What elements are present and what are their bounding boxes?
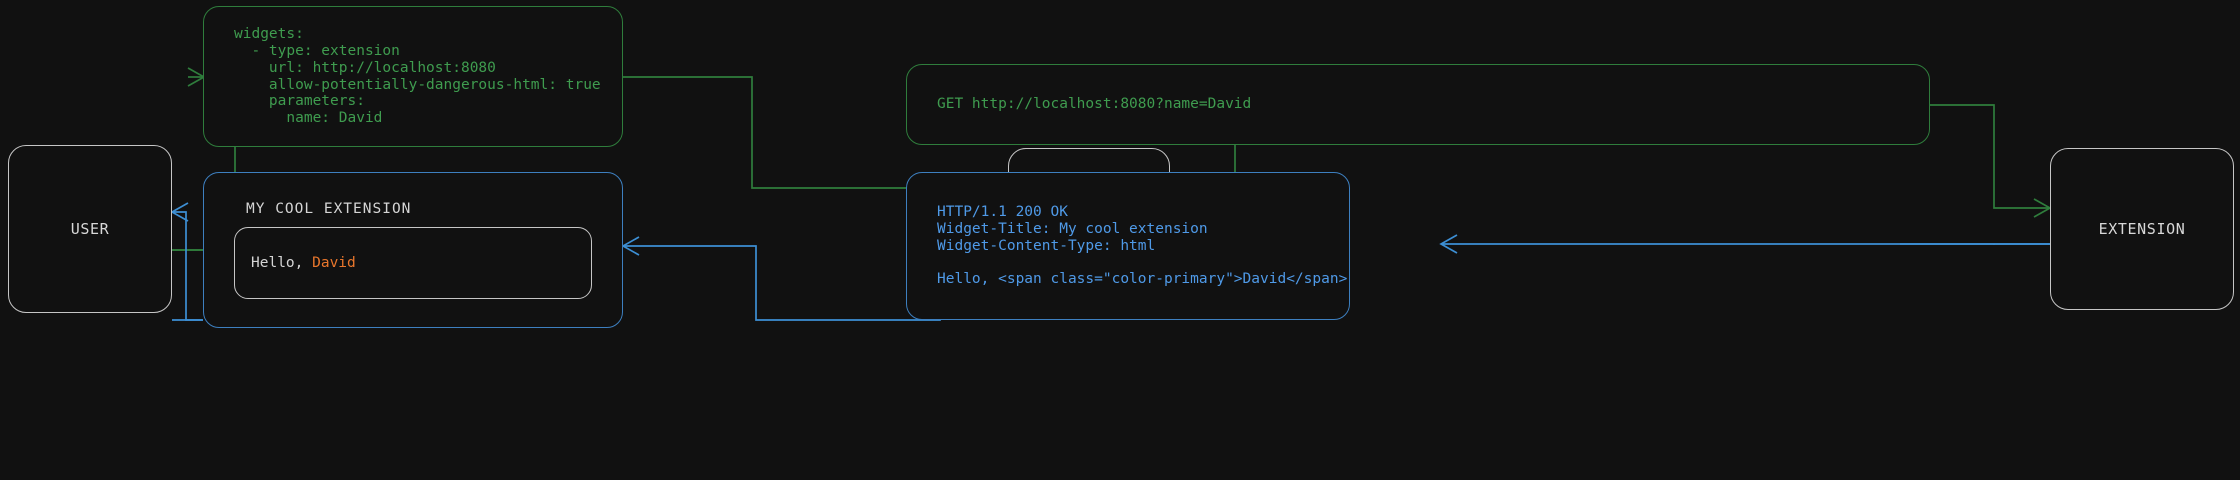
http-response-text: HTTP/1.1 200 OK Widget-Title: My cool ex… bbox=[937, 204, 1348, 288]
wire-request-to-extension bbox=[1930, 104, 2052, 218]
widget-content-card: Hello, David bbox=[234, 227, 592, 299]
widget-greeting: Hello, David bbox=[235, 255, 356, 271]
entity-user-label: USER bbox=[70, 220, 110, 238]
rendered-widget-box: MY COOL EXTENSION Hello, David bbox=[203, 172, 623, 328]
http-response-box: HTTP/1.1 200 OK Widget-Title: My cool ex… bbox=[906, 172, 1350, 320]
widget-title: MY COOL EXTENSION bbox=[246, 201, 412, 217]
wire-extension-to-response bbox=[1439, 234, 2050, 254]
entity-extension-label: EXTENSION bbox=[2098, 220, 2186, 238]
entity-extension[interactable]: EXTENSION bbox=[2050, 148, 2234, 310]
widget-greeting-name: David bbox=[312, 255, 356, 271]
entity-user[interactable]: USER bbox=[8, 145, 172, 313]
wire-widget-to-user bbox=[170, 202, 203, 321]
widget-greeting-prefix: Hello, bbox=[251, 255, 313, 271]
http-request-text: GET http://localhost:8080?name=David bbox=[937, 96, 1252, 113]
yaml-config-box: widgets: - type: extension url: http://l… bbox=[203, 6, 623, 147]
http-request-box: GET http://localhost:8080?name=David bbox=[906, 64, 1930, 145]
yaml-config-text: widgets: - type: extension url: http://l… bbox=[234, 26, 601, 127]
